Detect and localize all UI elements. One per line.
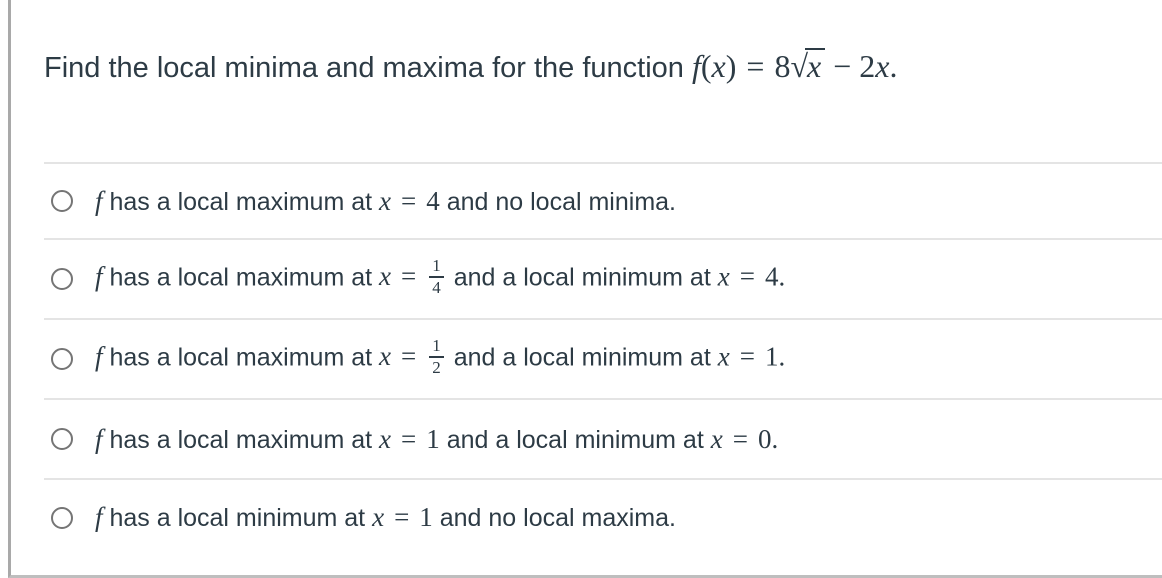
radio-button[interactable] (51, 268, 73, 290)
answer-option-1[interactable]: f has a local maximum at x=4 and no loca… (44, 162, 1162, 238)
function-formula: f(x)=8√x−2x. (691, 48, 898, 84)
equals-sign: = (746, 48, 765, 84)
question-panel: Find the local minima and maxima for the… (8, 0, 1162, 578)
equals-sign: = (401, 423, 417, 454)
minus-sign: − (833, 48, 852, 84)
option-label: f has a local minimum at x=1 and no loca… (95, 502, 676, 532)
radio-button[interactable] (51, 506, 73, 529)
equals-sign: = (394, 502, 410, 532)
question-text: Find the local minima and maxima for the… (44, 52, 684, 84)
equals-sign: = (739, 261, 755, 292)
radical-icon: √ (790, 48, 808, 84)
equals-sign: = (401, 261, 417, 292)
option-label: f has a local maximum at x=4 and no loca… (95, 185, 676, 216)
radio-button[interactable] (51, 348, 73, 370)
question-prompt: Find the local minima and maxima for the… (11, 0, 1162, 162)
equals-sign: = (401, 341, 417, 372)
square-root: √x (790, 48, 826, 84)
radio-button[interactable] (51, 190, 73, 212)
equals-sign: = (739, 341, 755, 372)
answer-option-4[interactable]: f has a local maximum at x=1 and a local… (44, 398, 1162, 478)
equals-sign: = (732, 423, 748, 454)
option-label: f has a local maximum at x=1 and a local… (95, 423, 779, 454)
answer-option-5[interactable]: f has a local minimum at x=1 and no loca… (44, 478, 1162, 575)
radio-button[interactable] (51, 428, 73, 450)
equals-sign: = (401, 185, 417, 216)
